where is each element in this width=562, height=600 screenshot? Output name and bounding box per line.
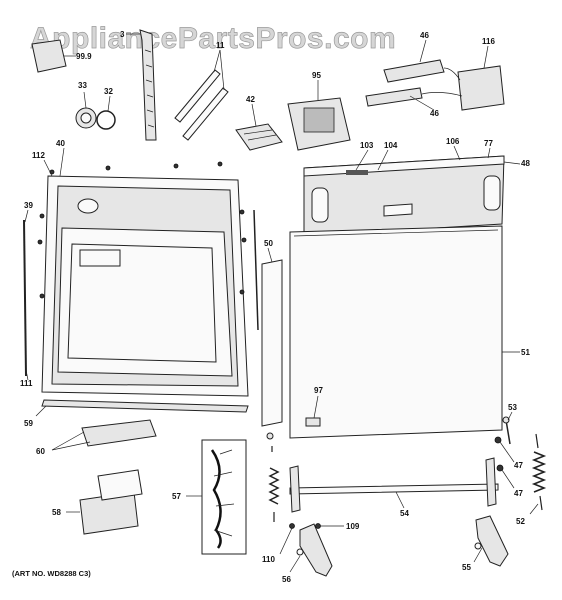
label-47-upper: 47 [514, 461, 523, 470]
label-52: 52 [516, 517, 525, 526]
label-103: 103 [360, 141, 374, 150]
part-hardware-109 [315, 523, 344, 529]
part-control-box-58 [66, 469, 143, 535]
label-3: 3 [120, 30, 125, 39]
label-33: 33 [78, 81, 87, 90]
label-32: 32 [104, 87, 113, 96]
label-51: 51 [521, 348, 530, 357]
part-control-panel-48 [303, 145, 521, 237]
label-39: 39 [24, 201, 33, 210]
art-number: (ART NO. WD8288 C3) [12, 569, 91, 578]
label-106: 106 [446, 137, 460, 146]
label-42: 42 [246, 95, 255, 104]
label-53: 53 [508, 403, 517, 412]
label-99-9: 99.9 [76, 52, 92, 61]
part-vent-60 [51, 419, 157, 451]
label-97: 97 [314, 386, 323, 395]
part-gasket-33 [75, 91, 97, 129]
screws-inner-door [37, 161, 247, 299]
part-hinge-bracket-56 [289, 523, 333, 577]
part-vent-rail [126, 29, 157, 141]
label-46-mid: 46 [430, 109, 439, 118]
label-95: 95 [312, 71, 321, 80]
part-filter-42 [235, 103, 283, 151]
part-manual-sheet [31, 39, 76, 73]
label-112: 112 [32, 151, 45, 160]
part-ring-32 [96, 95, 116, 130]
label-56: 56 [282, 575, 291, 584]
label-59: 59 [24, 419, 33, 428]
label-47-lower: 47 [514, 489, 523, 498]
label-110: 110 [262, 555, 275, 564]
label-40: 40 [56, 139, 65, 148]
label-48: 48 [521, 159, 530, 168]
part-insulation-50 [261, 247, 283, 427]
label-111: 111 [20, 379, 33, 388]
part-hinge-pin-53 [502, 411, 513, 445]
label-104: 104 [384, 141, 398, 150]
watermark-text: AppliancePartsPros.com [30, 22, 396, 55]
part-trim-strips [174, 49, 229, 141]
part-dispenser-95 [287, 80, 351, 151]
part-side-seal-right [253, 209, 259, 331]
part-spring-52 [529, 433, 547, 515]
part-hardware-110 [279, 523, 295, 555]
part-hinge-bracket-55 [473, 515, 509, 567]
label-57: 57 [172, 492, 181, 501]
label-58: 58 [52, 508, 61, 517]
label-11: 11 [216, 41, 225, 50]
part-wire-harness-57 [186, 439, 247, 555]
part-screws-47 [494, 436, 515, 489]
label-109: 109 [346, 522, 360, 531]
label-77: 77 [484, 139, 493, 148]
part-outer-door-51 [289, 225, 520, 439]
label-55: 55 [462, 563, 471, 572]
part-hinge-rod-54 [289, 457, 499, 513]
label-60: 60 [36, 447, 45, 456]
part-inner-door-40 [41, 147, 249, 397]
part-side-seal-39 [23, 209, 29, 381]
label-50: 50 [264, 239, 273, 248]
label-54: 54 [400, 509, 409, 518]
part-spring-left [266, 432, 280, 522]
part-control-board [365, 39, 505, 111]
label-116: 116 [482, 37, 495, 46]
label-46-top: 46 [420, 31, 429, 40]
part-bottom-seal-59 [35, 399, 249, 417]
